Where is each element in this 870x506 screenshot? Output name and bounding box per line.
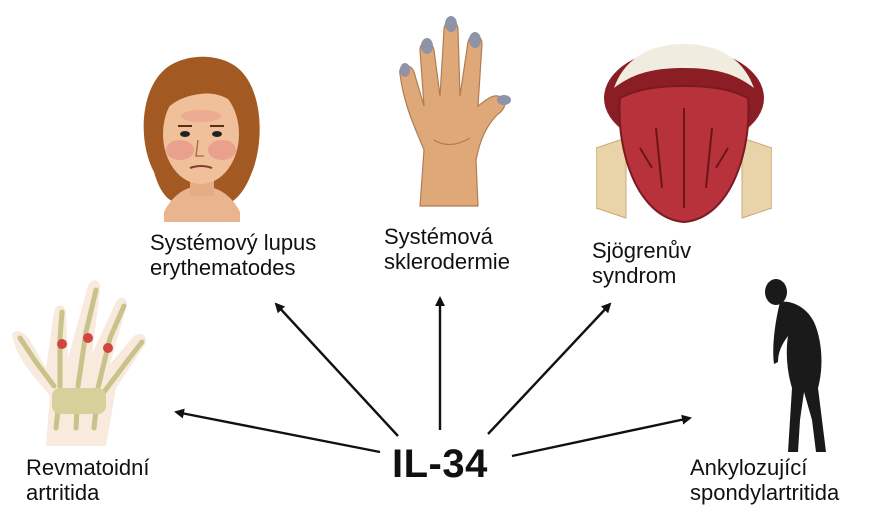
arrow-to-ra bbox=[176, 412, 380, 452]
label-sjogren-line1: Sjögrenův bbox=[592, 238, 691, 263]
label-ra-line2: artritida bbox=[26, 480, 150, 505]
center-label-il34: IL-34 bbox=[392, 442, 488, 487]
hand-skeleton-icon bbox=[6, 268, 156, 450]
label-as-line1: Ankylozující bbox=[690, 455, 839, 480]
arrow-to-as bbox=[512, 418, 690, 456]
label-ssc-line2: sklerodermie bbox=[384, 249, 510, 274]
label-sjogren-line2: syndrom bbox=[592, 263, 691, 288]
label-ra-line1: Revmatoidní bbox=[26, 455, 150, 480]
label-ankylozujici-spondylartritida: Ankylozující spondylartritida bbox=[690, 455, 839, 505]
label-sle-line1: Systémový lupus bbox=[150, 230, 316, 255]
bent-person-silhouette-icon bbox=[756, 270, 836, 456]
label-revmatoidni-artritida: Revmatoidní artritida bbox=[26, 455, 150, 505]
label-sjogrenuv-syndrom: Sjögrenův syndrom bbox=[592, 238, 691, 288]
hand-icon bbox=[390, 10, 520, 210]
arrow-to-sjogren bbox=[488, 304, 610, 434]
label-systemova-sklerodermie: Systémová sklerodermie bbox=[384, 224, 510, 274]
face-rash-icon bbox=[134, 52, 268, 222]
arrow-to-sle bbox=[276, 304, 398, 436]
label-sle-line2: erythematodes bbox=[150, 255, 316, 280]
mouth-tongue-icon bbox=[596, 38, 772, 228]
label-ssc-line1: Systémová bbox=[384, 224, 510, 249]
label-as-line2: spondylartritida bbox=[690, 480, 839, 505]
label-systemovy-lupus: Systémový lupus erythematodes bbox=[150, 230, 316, 280]
